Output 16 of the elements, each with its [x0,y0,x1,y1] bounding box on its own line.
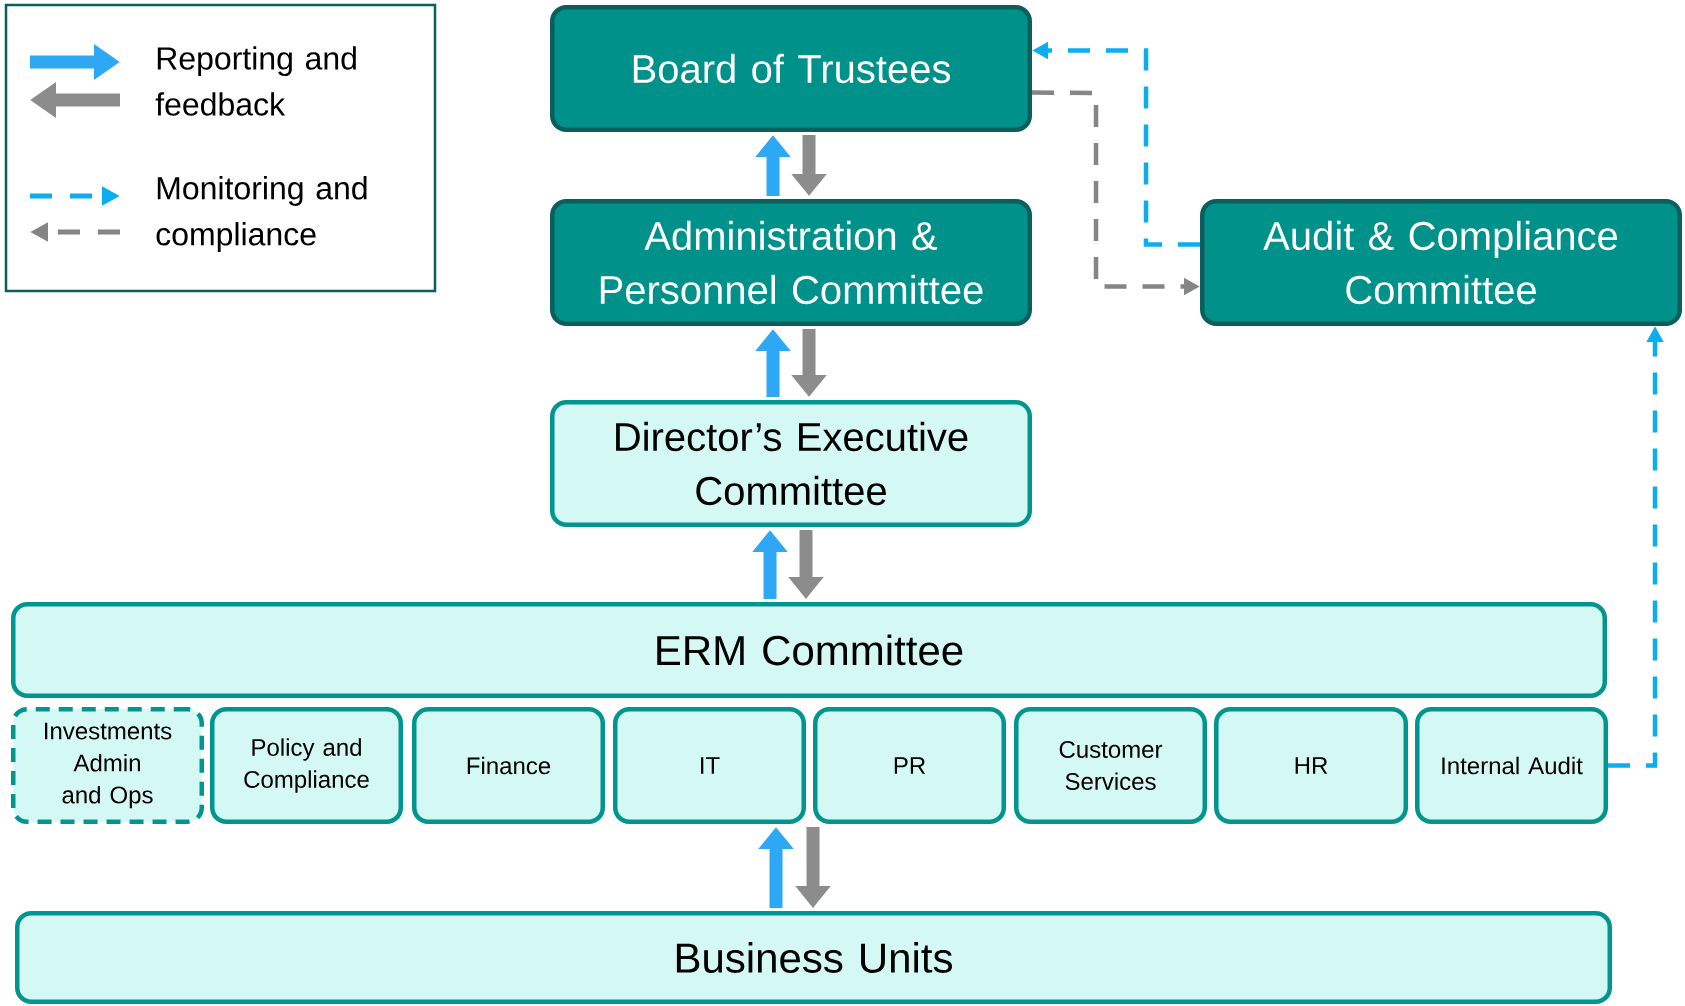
committee-box: Administration & Personnel Committee [550,199,1032,326]
legend-text: Reporting and feedback [155,46,356,116]
committee-box: Audit & Compliance Committee [1200,199,1683,326]
committee-box: Board of Trustees [550,5,1032,132]
committee-box: PR [813,707,1006,824]
committee-box: HR [1214,707,1408,824]
committee-band: ERM Committee [11,602,1607,698]
committee-box: Director’s Executive Committee [550,400,1032,527]
committee-band: Business Units [15,911,1613,1004]
committee-box: Internal Audit [1415,707,1609,824]
committee-box: Policy and Compliance [210,707,403,824]
committee-box: Customer Services [1014,707,1207,824]
committee-box: Finance [412,707,605,824]
department-box: Investments Admin and Ops [11,707,204,824]
committee-box: IT [613,707,806,824]
legend-text: Monitoring and compliance [156,176,367,252]
